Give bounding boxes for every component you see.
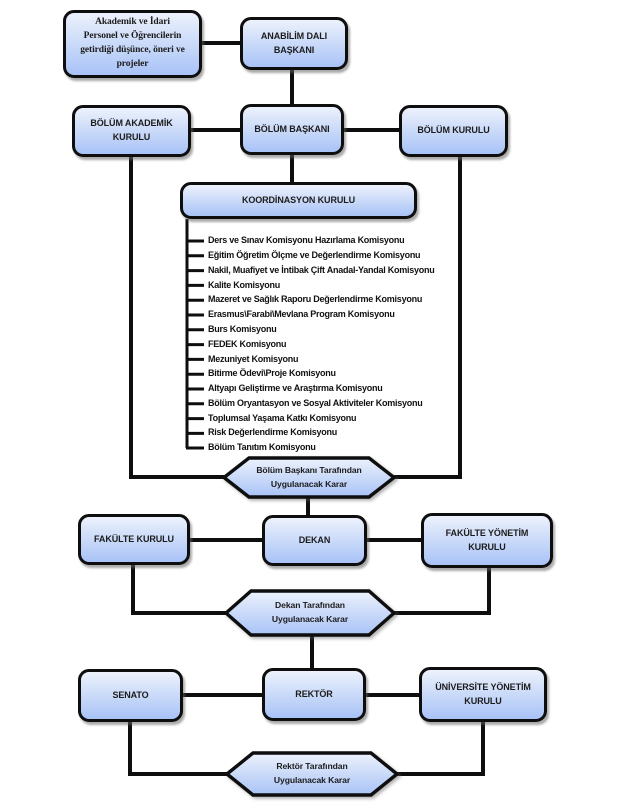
node-label: FAKÜLTE KURULU xyxy=(94,533,174,544)
decision-rektor-karar: Rektör Tarafından Uygulanacak Karar xyxy=(225,751,399,797)
connector-line xyxy=(129,155,224,479)
commission-item: Ders ve Sınav Komisyonu Hazırlama Komisy… xyxy=(208,235,405,246)
connector-line xyxy=(394,155,462,479)
node-label: BÖLÜM BAŞKANI xyxy=(254,123,330,134)
commission-item: Altyapı Geliştirme ve Araştırma Komisyon… xyxy=(208,383,383,394)
node-bolum-akademik-kurulu: BÖLÜM AKADEMİK KURULU xyxy=(72,105,191,157)
commission-item: Risk Değerlendirme Komisyonu xyxy=(208,427,338,438)
commission-item: Toplumsal Yaşama Katkı Komisyonu xyxy=(208,412,357,423)
connector-line xyxy=(131,563,226,615)
node-rektor: REKTÖR xyxy=(262,668,366,721)
commission-item: Mazeret ve Sağlık Raporu Değerlendirme K… xyxy=(208,294,423,305)
decision-dekan-karar: Dekan Tarafından Uygulanacak Karar xyxy=(224,589,396,637)
commission-item: Bölüm Tanıtım Komisyonu xyxy=(208,442,316,453)
commission-item: Bitirme Ödevi\Proje Komisyonu xyxy=(208,368,336,379)
commission-item: Erasmus\Farabi\Mevlana Program Komisyonu xyxy=(208,309,395,320)
node-idea-input: Akademik ve İdari Personel ve Öğrenciler… xyxy=(63,10,202,78)
commission-item: FEDEK Komisyonu xyxy=(208,338,287,349)
node-label: FAKÜLTE YÖNETİM KURULU xyxy=(445,527,529,552)
node-bolum-baskani: BÖLÜM BAŞKANI xyxy=(240,104,344,155)
node-dekan: DEKAN xyxy=(262,515,367,566)
node-label: DEKAN xyxy=(298,534,331,545)
node-koordinasyon-kurulu: KOORDİNASYON KURULU xyxy=(180,182,417,219)
node-label: ANABİLİM DALI BAŞKANI xyxy=(260,30,328,55)
node-senato: SENATO xyxy=(78,669,183,722)
commission-item: Burs Komisyonu xyxy=(208,323,277,334)
decision-label: Rektör Tarafından Uygulanacak Karar xyxy=(273,761,351,785)
node-fakulte-yonetim-kurulu: FAKÜLTE YÖNETİM KURULU xyxy=(421,513,553,568)
node-label: ÜNİVERSİTE YÖNETİM KURULU xyxy=(435,681,531,706)
commission-item: Eğitim Öğretim Ölçme ve Değerlendirme Ko… xyxy=(208,250,421,261)
decision-label: Dekan Tarafından Uygulanacak Karar xyxy=(271,600,349,624)
node-label: BÖLÜM AKADEMİK KURULU xyxy=(90,118,173,142)
commission-item: Nakil, Muafiyet ve İntibak Çift Anadal-Y… xyxy=(208,264,435,275)
node-label: SENATO xyxy=(112,689,149,700)
hexagon-shape xyxy=(224,589,396,637)
node-label: KOORDİNASYON KURULU xyxy=(241,194,356,205)
node-bolum-kurulu: BÖLÜM KURULU xyxy=(399,105,508,157)
node-universite-yonetim-kurulu: ÜNİVERSİTE YÖNETİM KURULU xyxy=(419,667,547,722)
decision-bolum-baskani-karar: Bölüm Başkanı Tarafından Uygulanacak Kar… xyxy=(222,456,396,499)
node-label: Akademik ve İdari Personel ve Öğrenciler… xyxy=(80,17,185,69)
node-label: REKTÖR xyxy=(295,688,333,699)
connector-line xyxy=(397,720,485,776)
node-anabilim-dali-baskani: ANABİLİM DALI BAŞKANI xyxy=(240,17,348,70)
connector-line xyxy=(394,566,491,615)
connector-line xyxy=(128,720,227,776)
hexagon-shape xyxy=(225,751,399,797)
commission-item: Bölüm Oryantasyon ve Sosyal Aktiviteler … xyxy=(208,397,423,408)
commission-item: Kalite Komisyonu xyxy=(208,279,281,290)
commission-list: Ders ve Sınav Komisyonu Hazırlama Komisy… xyxy=(208,233,435,454)
decision-label: Bölüm Başkanı Tarafından Uygulanacak Kar… xyxy=(256,464,362,489)
node-label: BÖLÜM KURULU xyxy=(417,125,490,136)
node-fakulte-kurulu: FAKÜLTE KURULU xyxy=(78,514,190,565)
commission-item: Mezuniyet Komisyonu xyxy=(208,353,299,364)
hexagon-shape xyxy=(222,456,396,499)
